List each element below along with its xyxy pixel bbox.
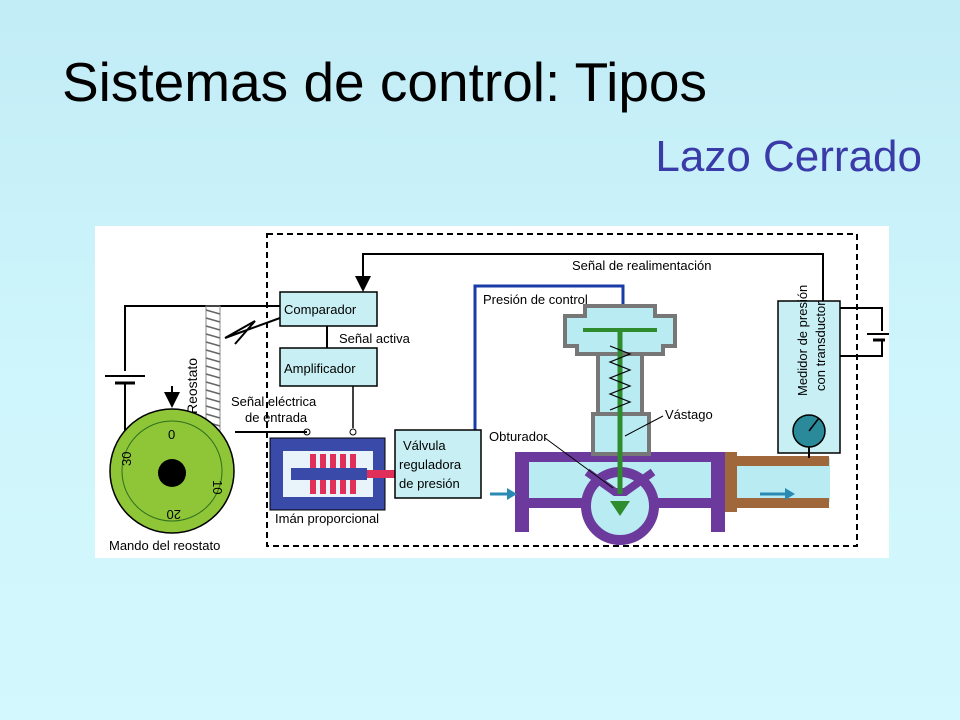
valve-label-2: reguladora [399, 457, 462, 472]
dial-30: 30 [119, 452, 134, 466]
dial-0: 0 [168, 427, 175, 442]
active-signal-label: Señal activa [339, 331, 411, 346]
control-pressure-line [473, 284, 625, 494]
magnet-rod [367, 470, 397, 478]
terminal-right [349, 428, 357, 436]
diagram-svg: Señal de realimentación Presión de contr… [105, 233, 889, 553]
stem-leader [624, 415, 664, 437]
stem-label: Vástago [665, 407, 713, 422]
system-boundary [266, 233, 858, 547]
knob-scale-ring [121, 420, 223, 522]
proportional-magnet-label: Imán proporcional [275, 511, 379, 526]
dial-10: 10 [210, 480, 225, 494]
plug-label: Obturador [489, 429, 548, 444]
slide-title: Sistemas de control: Tipos [62, 51, 708, 113]
reostat-coil [205, 309, 221, 427]
reostat-knob-label: Mando del reostato [109, 538, 220, 553]
gauge-needle [808, 417, 820, 432]
control-pressure-label: Presión de control [483, 292, 588, 307]
pipe-top-wall [725, 456, 829, 466]
reostat-wiper [224, 317, 281, 345]
amplifier-box [279, 347, 378, 387]
feedback-signal-label: Señal de realimentación [572, 258, 711, 273]
reostat-label: Reostato [184, 358, 200, 414]
meter-wire-top [840, 307, 883, 331]
circuit-wire-top [124, 305, 280, 371]
slide-subtitle: Lazo Cerrado [655, 132, 922, 181]
pipe-bottom-wall [725, 498, 829, 508]
meter-wire-bottom [840, 340, 883, 357]
amplifier-label: Amplificador [284, 361, 356, 376]
valve-left-flange [515, 452, 529, 532]
pressure-valve-box [394, 429, 482, 499]
meter-label-2: con transductor [813, 301, 828, 391]
closed-loop-diagram: Señal de realimentación Presión de contr… [95, 226, 889, 558]
meter-label-1: Medidor de presión [795, 285, 810, 396]
plug-leader [544, 437, 614, 489]
electric-signal-label-1: Señal eléctrica [231, 394, 317, 409]
electric-signal-label-2: de entrada [245, 410, 308, 425]
valve-label-3: de presión [399, 476, 460, 491]
knob-center [158, 459, 186, 487]
valve-plug [610, 501, 630, 516]
comparator-box [279, 291, 378, 327]
feedback-line [355, 253, 824, 301]
flow-arrow-out-head [785, 488, 795, 500]
valve-label-1: Válvula [403, 438, 446, 453]
flow-arrow-in-head [507, 488, 517, 500]
actuator-spring [608, 345, 632, 411]
comparator-label: Comparador [284, 302, 357, 317]
magnet-plunger [291, 468, 367, 480]
dial-20: 20 [167, 507, 181, 522]
pipe-flange [725, 452, 737, 512]
valve-right-flange [711, 452, 725, 532]
